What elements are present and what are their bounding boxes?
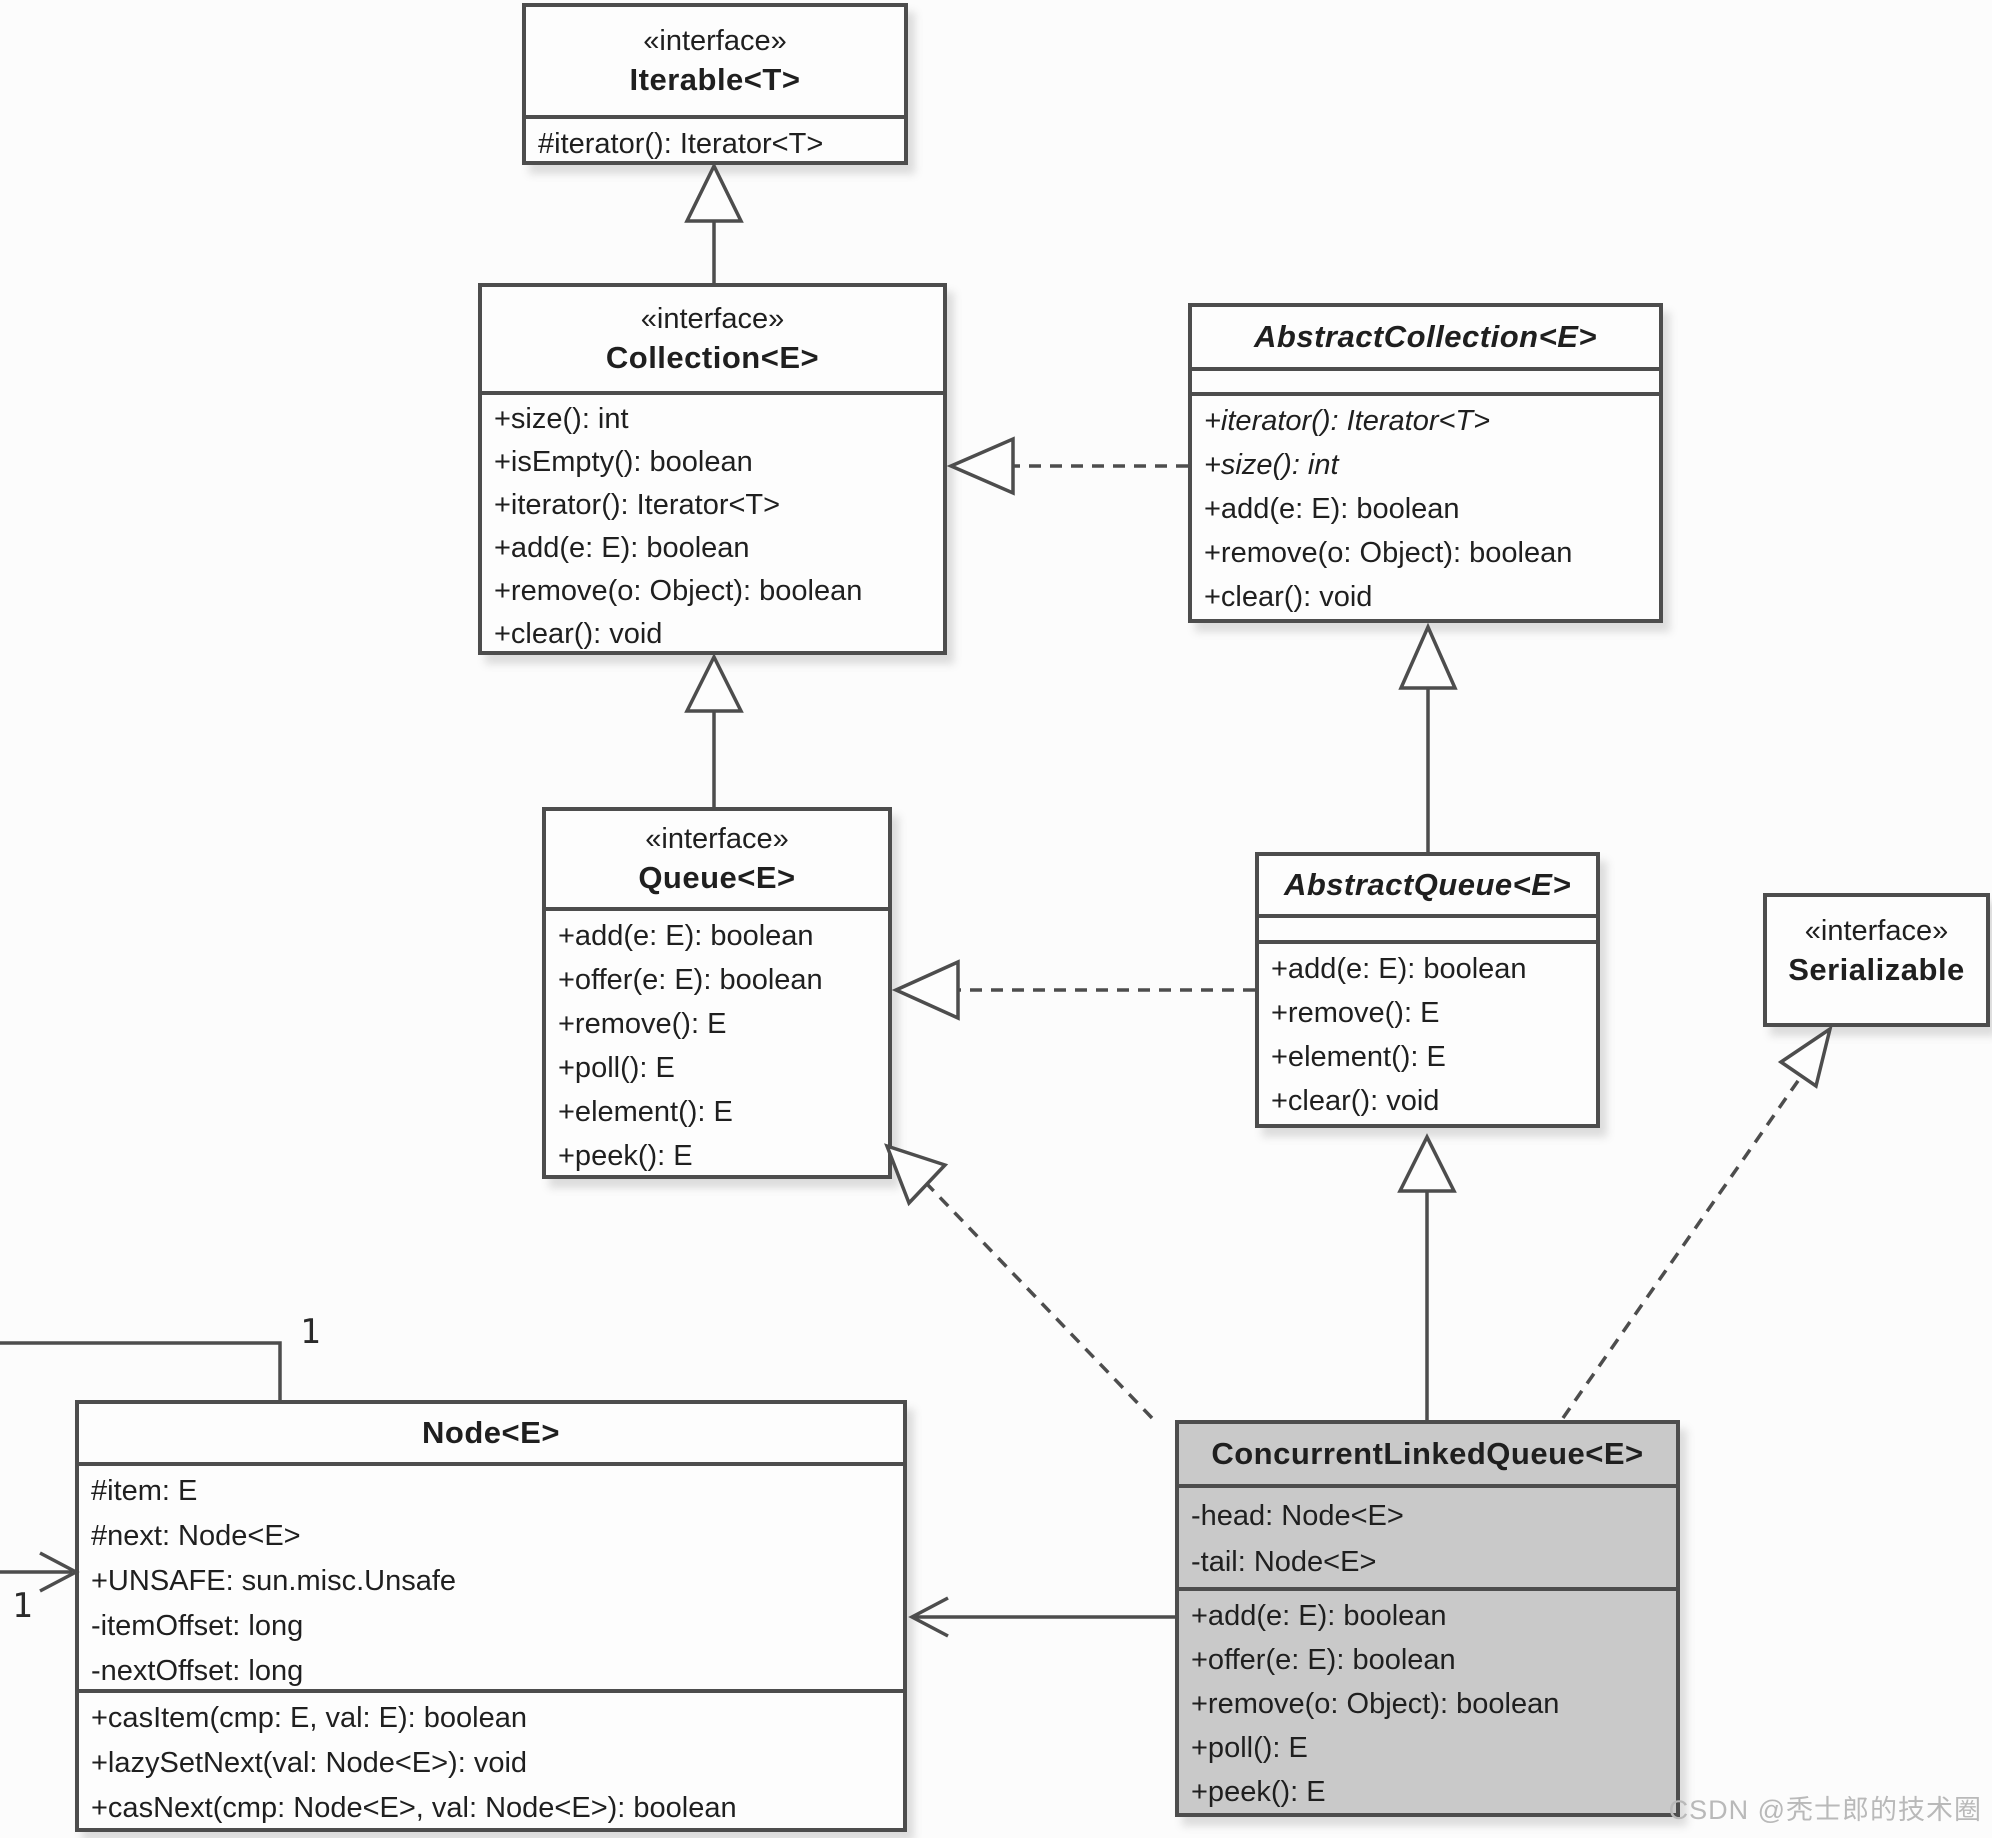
method-item: +add(e: E): boolean (494, 532, 750, 564)
method-item: +size(): int (1204, 449, 1339, 481)
class-name: ConcurrentLinkedQueue<E> (1211, 1436, 1644, 1471)
class-abstract-collection-header: AbstractCollection<E> (1192, 307, 1659, 371)
attribute-item: +UNSAFE: sun.misc.Unsafe (91, 1565, 457, 1597)
class-collection-methods: +size(): int +isEmpty(): boolean +iterator… (482, 395, 943, 656)
method-item: +add(e: E): boolean (558, 920, 814, 952)
realization-abstractqueue-to-queue (891, 959, 1255, 1021)
attribute-item: -head: Node<E> (1191, 1500, 1404, 1532)
class-collection-header: «interface» Collection<E> (482, 287, 943, 395)
method-item: +add(e: E): boolean (1191, 1600, 1447, 1632)
class-node-methods: +casItem(cmp: E, val: E): boolean +lazySe… (79, 1693, 903, 1831)
class-clq-attributes: -head: Node<E> -tail: Node<E> (1179, 1488, 1676, 1591)
association-clq-to-node (908, 1596, 1175, 1638)
attribute-item: #item: E (91, 1475, 198, 1507)
method-item: +peek(): E (558, 1140, 693, 1172)
stereotype-label: «interface» (1804, 915, 1949, 947)
class-node-header: Node<E> (79, 1404, 903, 1466)
method-item: +offer(e: E): boolean (558, 964, 823, 996)
realization-clq-to-queue (884, 1143, 1154, 1420)
method-item: +remove(o: Object): boolean (1191, 1688, 1560, 1720)
class-abstract-collection-methods: +iterator(): Iterator<T> +size(): int +add… (1192, 396, 1659, 619)
generalization-queue-to-collection (684, 653, 744, 807)
class-name: Queue<E> (638, 859, 796, 895)
class-abstract-queue-header: AbstractQueue<E> (1259, 856, 1596, 918)
method-item: +element(): E (558, 1096, 733, 1128)
class-clq-header: ConcurrentLinkedQueue<E> (1179, 1424, 1676, 1488)
method-item: +casItem(cmp: E, val: E): boolean (91, 1702, 527, 1734)
class-name: Collection<E> (605, 339, 820, 375)
attribute-item: #next: Node<E> (91, 1520, 301, 1552)
generalization-collection-to-iterable (684, 162, 744, 283)
class-abstract-collection-attributes-empty (1192, 371, 1659, 396)
class-concurrent-linked-queue: ConcurrentLinkedQueue<E> -head: Node<E>-… (1175, 1420, 1680, 1817)
method-item: +poll(): E (558, 1052, 675, 1084)
method-item: +casNext(cmp: Node<E>, val: Node<E>): bo… (91, 1792, 737, 1824)
class-serializable-header: «interface» Serializable (1767, 897, 1986, 1023)
method-item: +remove(): E (1271, 997, 1440, 1029)
method-item: +clear(): void (1204, 581, 1373, 613)
attribute-item: -nextOffset: long (91, 1655, 304, 1687)
class-abstract-queue-attributes-empty (1259, 918, 1596, 944)
class-clq-methods: +add(e: E): boolean +offer(e: E): boolean… (1179, 1591, 1676, 1814)
generalization-clq-to-abstractqueue (1397, 1133, 1457, 1420)
class-abstract-queue-methods: +add(e: E): boolean +remove(): E +element(… (1259, 944, 1596, 1123)
class-serializable: «interface» Serializable (1763, 893, 1990, 1027)
class-node: Node<E> #item: E #next: Node<E> +UNSAFE: s… (75, 1400, 907, 1832)
attribute-item: -tail: Node<E> (1191, 1546, 1377, 1578)
method-item: +poll(): E (1191, 1732, 1308, 1764)
method-item: +isEmpty(): boolean (494, 446, 753, 478)
generalization-abstractqueue-to-abstractcollection (1398, 622, 1458, 852)
class-name: AbstractQueue<E> (1283, 867, 1572, 902)
class-iterable-methods: #iterator(): Iterator<T> (526, 119, 904, 166)
class-iterable-header: «interface» Iterable<T> (526, 7, 904, 119)
method-item: +add(e: E): boolean (1204, 493, 1460, 525)
method-item: +remove(o: Object): boolean (1204, 537, 1573, 569)
method-item: +lazySetNext(val: Node<E>): void (91, 1747, 528, 1779)
class-name: AbstractCollection<E> (1254, 319, 1597, 354)
stereotype-label: «interface» (643, 24, 787, 57)
method-item: +remove(o: Object): boolean (494, 575, 863, 607)
class-name: Node<E> (422, 1415, 560, 1450)
class-collection: «interface» Collection<E> +size(): int +i… (478, 283, 947, 655)
class-abstract-collection: AbstractCollection<E> +iterator(): Itera… (1188, 303, 1663, 623)
class-queue: «interface» Queue<E> +add(e: E): boolean… (542, 807, 892, 1179)
method-item: +remove(): E (558, 1008, 727, 1040)
realization-abstractcollection-to-collection (946, 436, 1188, 496)
method-item: +iterator(): Iterator<T> (494, 489, 781, 521)
method-item: +add(e: E): boolean (1271, 953, 1527, 985)
stereotype-label: «interface» (645, 822, 789, 855)
method-item: +size(): int (494, 403, 629, 435)
method-item: +iterator(): Iterator<T> (1204, 405, 1491, 437)
stereotype-label: «interface» (640, 302, 785, 335)
csdn-watermark: CSDN @秃士郎的技术圈 (1668, 1795, 1982, 1825)
method-item: #iterator(): Iterator<T> (538, 128, 824, 160)
method-item: +offer(e: E): boolean (1191, 1644, 1456, 1676)
realization-clq-to-serializable (1561, 1025, 1833, 1420)
method-item: +clear(): void (1271, 1085, 1440, 1117)
method-item: +clear(): void (494, 618, 663, 650)
multiplicity-label-left: 1 (12, 1586, 33, 1626)
class-queue-header: «interface» Queue<E> (546, 811, 888, 911)
class-iterable: «interface» Iterable<T> #iterator(): Ite… (522, 3, 908, 165)
class-name: Iterable<T> (629, 61, 801, 97)
method-item: +element(): E (1271, 1041, 1446, 1073)
class-node-attributes: #item: E #next: Node<E> +UNSAFE: sun.misc.… (79, 1466, 903, 1693)
class-abstract-queue: AbstractQueue<E> +add(e: E): boolean +rem… (1255, 852, 1600, 1128)
method-item: +peek(): E (1191, 1776, 1326, 1808)
attribute-item: -itemOffset: long (91, 1610, 304, 1642)
class-queue-methods: +add(e: E): boolean +offer(e: E): boolean… (546, 911, 888, 1178)
multiplicity-label-top: 1 (300, 1312, 321, 1352)
class-name: Serializable (1788, 952, 1965, 987)
